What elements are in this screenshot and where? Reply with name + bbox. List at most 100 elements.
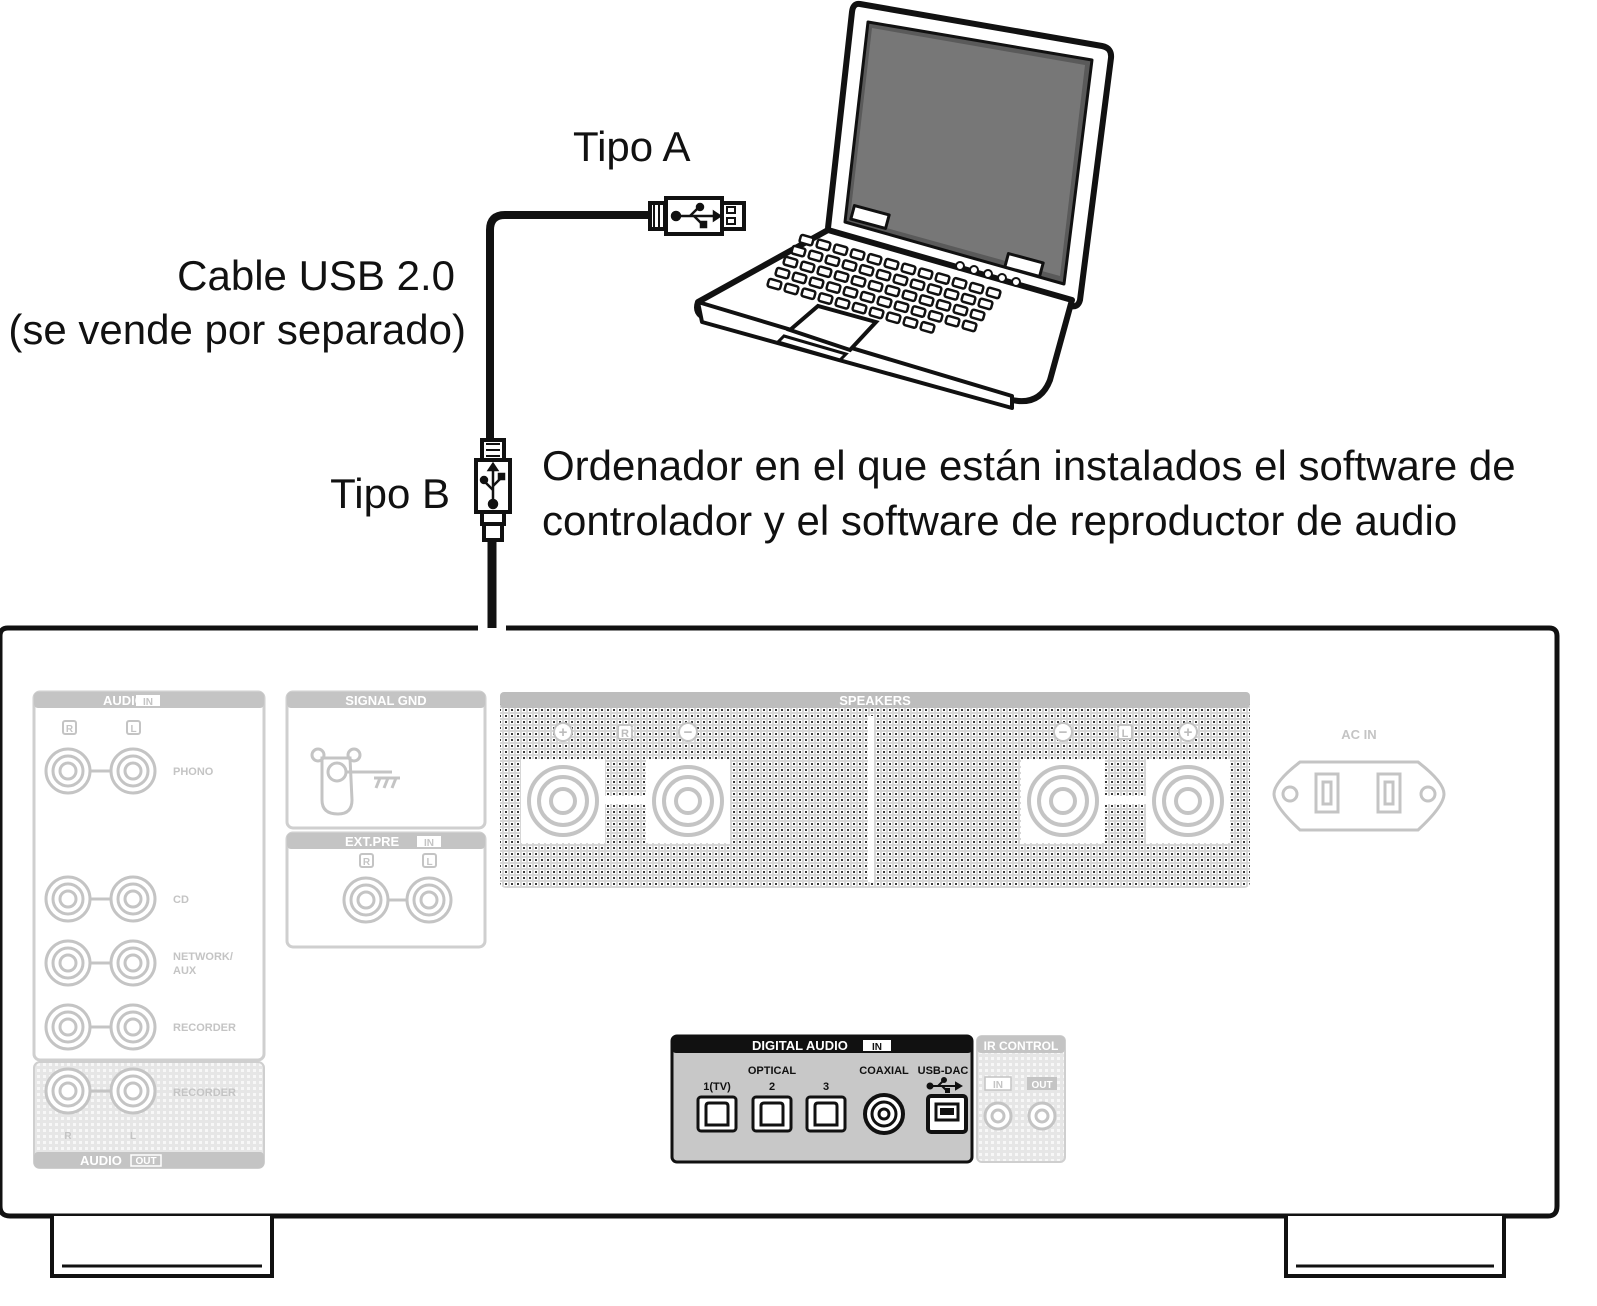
digital-audio-title: DIGITAL AUDIO [752,1038,848,1053]
speaker-l-label: L [1122,728,1129,740]
keyboard-key [834,296,851,310]
optical-3-port [805,1095,847,1133]
keyboard-key [900,262,917,276]
laptop-icon [694,0,1115,410]
speaker-l-minus-terminal [1019,757,1107,845]
keyboard-key [798,233,815,247]
speaker-r-minus-label: − [684,724,693,741]
keyboard-key [808,276,825,290]
speaker-r-plus-label: + [559,724,568,741]
recorder-l-jack [109,1003,157,1051]
speakers-title: SPEAKERS [839,693,911,708]
keyboard-key [919,320,936,334]
laptop-button [969,265,979,275]
amplifier-foot-left [50,1216,274,1278]
computer-label-line2: controlador y el software de reproductor… [542,497,1457,544]
cd-l-jack [109,875,157,923]
speaker-r-minus-terminal [644,757,732,845]
keyboard-key [868,306,885,320]
laptop-button [955,261,965,271]
keyboard-key [841,259,858,272]
keyboard-key [790,244,807,258]
network-label: NETWORK/ [173,951,233,963]
keyboard-key [944,314,961,328]
keyboard-key [926,283,943,296]
keyboard-key [910,305,927,318]
laptop-button [1011,277,1021,287]
keyboard-key [866,252,883,266]
type-a-label: Tipo A [573,123,691,170]
keyboard-key [960,292,977,306]
usb-symbol-icon [670,202,723,229]
ir-control-section: IR CONTROL IN OUT [976,1035,1066,1163]
cd-r-jack [44,875,92,923]
keyboard-key [774,266,791,280]
keyboard-key [902,316,919,329]
laptop-button [983,269,993,279]
keyboard-key [935,298,952,312]
keyboard-key [969,308,986,322]
keyboard-key [782,255,799,269]
digital-audio-badge: IN [872,1042,882,1053]
recorder-out-label: RECORDER [173,1087,236,1099]
ground-terminal-icon [310,747,400,816]
speaker-l-plus-label: + [1184,724,1193,741]
keyboard-key [901,289,918,303]
keyboard-key [918,294,935,307]
keyboard-key [917,267,934,281]
keyboard-key [985,286,1002,300]
keyboard-key [807,249,824,263]
keyboard-key [825,281,842,294]
ac-in-title: AC IN [1341,727,1376,742]
keyboard-key [842,285,859,299]
speaker-l-minus-label: − [1059,724,1068,741]
usb-dac-port [926,1094,968,1134]
recorder-r-jack [44,1003,92,1051]
ac-in-section: AC IN [1272,727,1446,832]
keyboard-key [849,248,866,261]
speaker-l-plus-terminal [1144,757,1232,845]
usb-type-b-plug-icon [474,438,512,542]
audio-out-badge: OUT [135,1156,156,1167]
keyboard-key [816,265,833,279]
keyboard-key [951,276,968,290]
audio-in-r-label: R [66,724,74,735]
keyboard-key [885,311,902,325]
keyboard-key [833,270,850,283]
usb-cable [486,211,655,440]
ext-pre-r-label: R [363,857,371,868]
phono-r-jack [44,747,92,795]
audio-in-section: AUDIO IN R L PHONO CD NETWORK/ AUX RECOR… [32,690,266,1062]
audio-out-r-label: R [64,1131,72,1142]
ext-pre-l-label: L [426,857,432,868]
keyboard-key [817,292,834,305]
keyboard-key [943,287,960,301]
keyboard-key [766,277,783,291]
keyboard-key [968,281,985,295]
keyboard-key [876,295,893,309]
optical-label: OPTICAL [748,1065,797,1077]
speaker-r-label: R [621,728,629,740]
ir-out-label: OUT [1031,1080,1052,1091]
audio-out-title: AUDIO [80,1153,122,1168]
keyboard-key [893,300,910,314]
ext-pre-l-jack [405,876,453,924]
computer-label-line1: Ordenador en el que están instalados el … [542,442,1516,489]
amplifier-foot-right [1284,1216,1506,1278]
cable-sold-separately-label: (se vende por separado) [8,306,466,353]
audio-in-l-label: L [130,724,136,735]
speakers-section: SPEAKERS + − − + R L [500,692,1250,888]
ext-pre-section: EXT.PRE IN R L [285,831,487,949]
aux-label: AUX [173,965,197,977]
phono-label: PHONO [173,766,214,778]
ir-in-label: IN [993,1080,1003,1091]
laptop-keyboard [766,233,1021,334]
coaxial-port [863,1093,905,1135]
keyboard-key [909,278,926,292]
ext-pre-r-jack [342,876,390,924]
usb-dac-label: USB-DAC [918,1065,969,1077]
keyboard-key [783,282,800,296]
ir-control-title: IR CONTROL [984,1039,1059,1053]
type-b-label: Tipo B [330,470,450,517]
keyboard-key [851,301,868,315]
